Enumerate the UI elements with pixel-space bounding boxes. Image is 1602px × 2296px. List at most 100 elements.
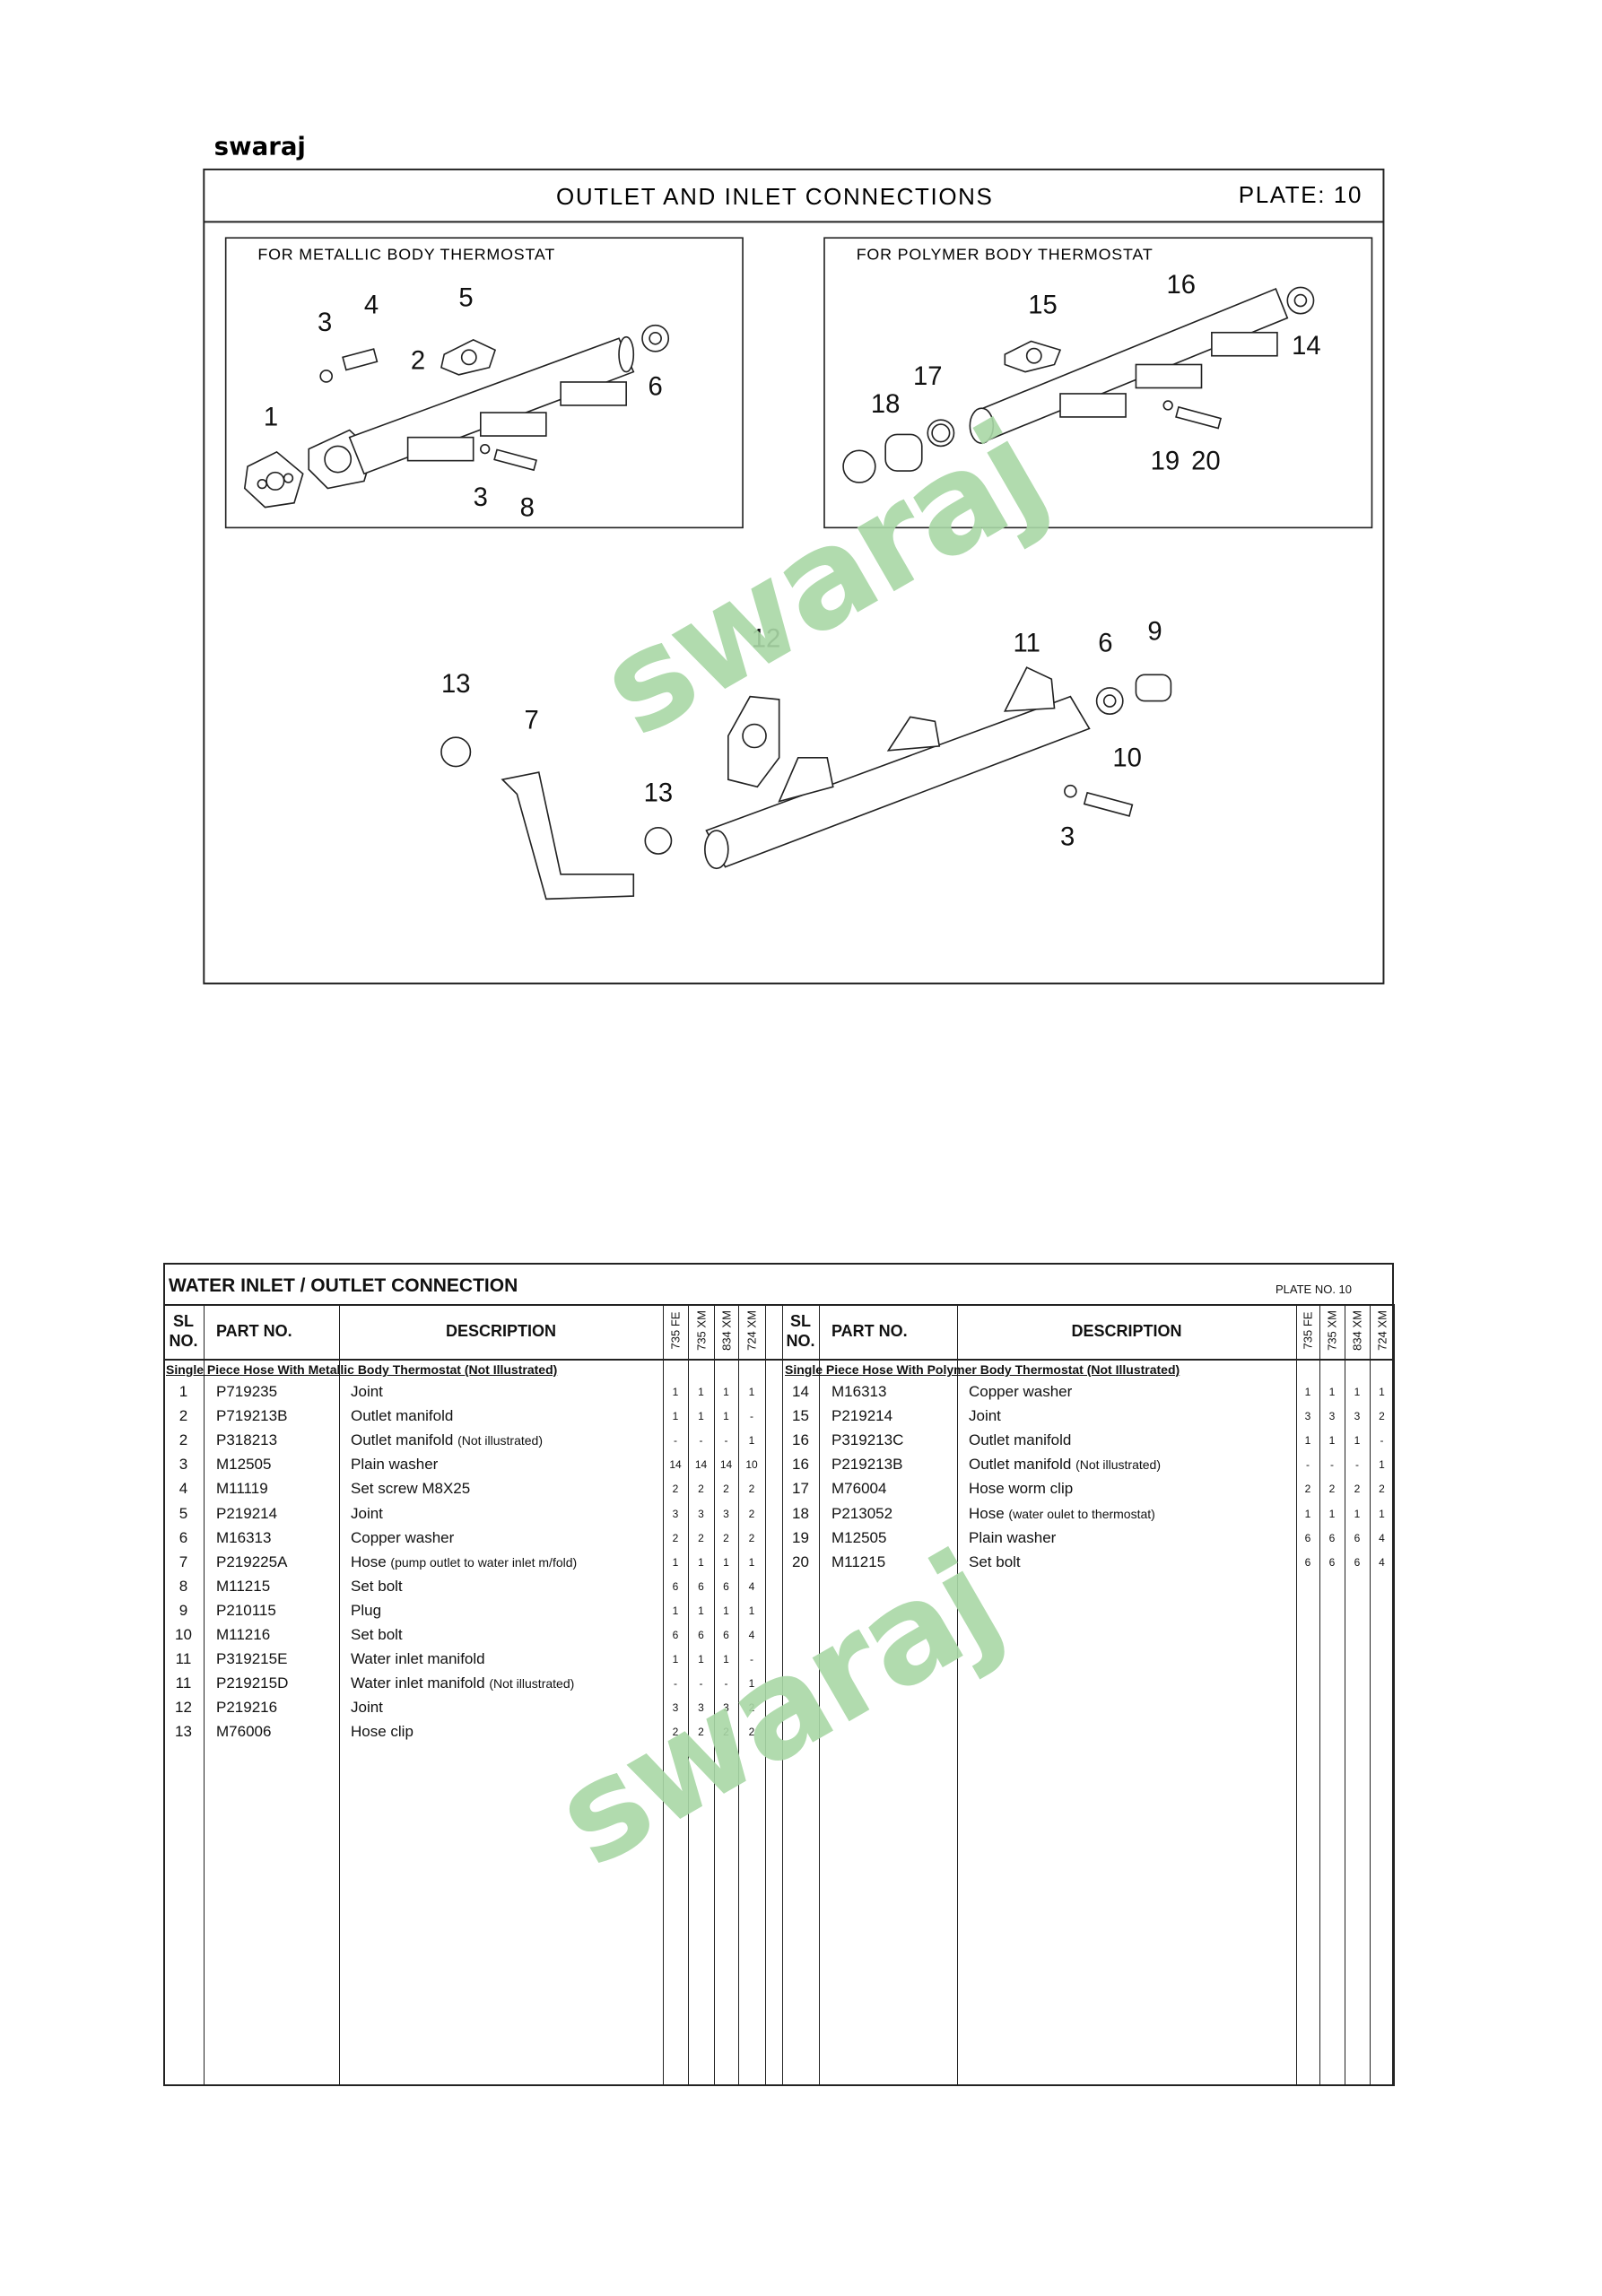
row-qty: 1 [672, 1555, 679, 1569]
header-model: 735 FE [1301, 1311, 1315, 1350]
callout: 20 [1191, 447, 1221, 475]
description-text: Set screw M8X25 [351, 1480, 471, 1498]
row-sl: 18 [792, 1504, 809, 1522]
divider [819, 1304, 820, 2086]
row-qty: 1 [748, 1555, 755, 1569]
row-part-no: M11215 [216, 1577, 271, 1595]
plate-title: OUTLET AND INLET CONNECTIONS [556, 183, 994, 210]
row-qty: 6 [698, 1629, 704, 1641]
row-part-no: P318213 [216, 1431, 278, 1449]
divider [714, 1304, 715, 2086]
row-qty: - [1380, 1434, 1384, 1448]
callout: 4 [364, 291, 379, 320]
description-text: Joint [351, 1699, 383, 1717]
row-qty: 10 [745, 1458, 758, 1472]
row-description: Set bolt [969, 1553, 1021, 1571]
row-qty: 6 [1328, 1555, 1336, 1569]
row-sl: 16 [792, 1431, 809, 1449]
row-qty: 6 [1354, 1555, 1361, 1569]
divider [1370, 1304, 1371, 2086]
row-qty: 6 [698, 1579, 704, 1593]
row-part-no: M11216 [216, 1626, 271, 1643]
row-description: Joint [351, 1383, 383, 1401]
row-qty: 14 [669, 1458, 682, 1472]
row-qty: 1 [723, 1386, 729, 1398]
row-part-no: M76006 [216, 1723, 272, 1741]
callout: 19 [1151, 447, 1180, 475]
row-qty: 3 [672, 1507, 679, 1520]
row-qty: - [724, 1434, 728, 1448]
row-qty: 6 [1354, 1531, 1361, 1544]
row-description: Copper washer [969, 1383, 1072, 1401]
row-qty: 1 [1328, 1386, 1336, 1398]
row-part-no: P319213C [831, 1431, 904, 1449]
header-model: 834 XM [719, 1310, 733, 1351]
description-text: Copper washer [969, 1383, 1073, 1400]
table-title: WATER INLET / OUTLET CONNECTION [169, 1275, 518, 1296]
row-part-no: M11119 [216, 1480, 268, 1498]
header-sl: SL NO. [786, 1312, 815, 1350]
row-qty: 1 [1304, 1434, 1311, 1448]
description-text: Joint [969, 1407, 1001, 1425]
row-description: Outlet manifold (Not illustrated) [351, 1431, 543, 1449]
header-part: PART NO. [216, 1322, 292, 1340]
callout: 1 [264, 404, 278, 432]
row-qty: 2 [672, 1726, 679, 1739]
row-sl: 10 [175, 1626, 192, 1643]
description-text: Outlet manifold [351, 1407, 454, 1425]
description-text: Copper washer [351, 1528, 455, 1546]
callout: 7 [524, 706, 538, 735]
header-model: 724 XM [744, 1310, 759, 1351]
description-note: (pump outlet to water inlet m/fold) [390, 1554, 578, 1570]
description-text: Joint [351, 1504, 383, 1522]
row-qty: 1 [672, 1604, 679, 1617]
callout: 3 [474, 483, 488, 512]
header-model: 724 XM [1375, 1310, 1389, 1351]
description-text: Set bolt [351, 1626, 403, 1643]
row-qty: 3 [698, 1701, 704, 1715]
polymer-parts [842, 286, 1315, 483]
brand-logo: swaraj [214, 132, 306, 161]
row-part-no: P719235 [216, 1383, 278, 1400]
row-qty: 6 [1304, 1531, 1311, 1544]
row-description: Outlet manifold [351, 1407, 453, 1425]
row-qty: 1 [723, 1604, 729, 1617]
divider [339, 1304, 340, 2086]
row-description: Hose worm clip [969, 1480, 1073, 1498]
row-qty: 6 [723, 1579, 729, 1593]
header-model: 735 XM [694, 1310, 708, 1351]
callout: 5 [458, 284, 473, 313]
callout: 6 [649, 373, 663, 402]
row-qty: - [1306, 1458, 1310, 1472]
row-sl: 17 [792, 1480, 809, 1498]
row-sl: 9 [178, 1601, 188, 1619]
row-qty: - [724, 1677, 728, 1691]
row-part-no: M16313 [216, 1528, 272, 1546]
divider [663, 1304, 664, 2086]
plate-frame [203, 168, 1385, 985]
row-qty: 1 [698, 1604, 704, 1617]
row-qty: - [674, 1677, 677, 1691]
row-part-no: P219225A [216, 1552, 288, 1570]
description-text: Water inlet manifold [351, 1674, 485, 1692]
description-text: Plain washer [969, 1528, 1057, 1546]
row-sl: 6 [178, 1528, 188, 1546]
divider [738, 1304, 739, 2086]
description-text: Set bolt [969, 1552, 1021, 1570]
row-description: Joint [969, 1407, 1001, 1425]
row-part-no: M12505 [216, 1456, 272, 1474]
row-sl: 7 [178, 1552, 188, 1570]
callout: 16 [1167, 271, 1197, 300]
description-text: Outlet manifold [969, 1456, 1072, 1474]
description-note: (Not illustrated) [457, 1433, 543, 1448]
row-qty: 4 [748, 1579, 755, 1593]
row-description: Outlet manifold [969, 1431, 1071, 1449]
row-qty: 2 [748, 1726, 755, 1739]
row-qty: 3 [672, 1701, 679, 1715]
row-description: Set bolt [351, 1578, 403, 1596]
header-part: PART NO. [831, 1322, 908, 1340]
row-sl: 11 [175, 1674, 192, 1692]
row-qty: 1 [748, 1677, 755, 1691]
row-description: Joint [351, 1699, 383, 1717]
